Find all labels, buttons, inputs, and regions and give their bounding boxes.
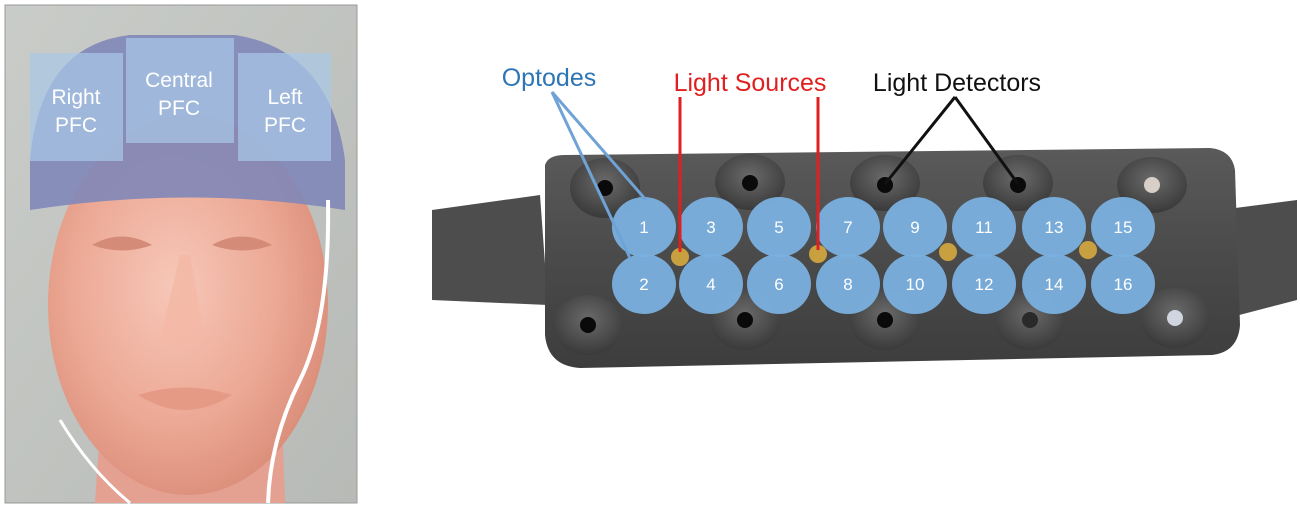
optode-label-3: 3 bbox=[706, 218, 715, 237]
optode-label-5: 5 bbox=[774, 218, 783, 237]
optode-3 bbox=[679, 197, 743, 257]
optode-10 bbox=[883, 254, 947, 314]
emitter bbox=[1079, 241, 1097, 259]
optode-11 bbox=[952, 197, 1016, 257]
region-right-pfc bbox=[30, 53, 123, 161]
light-detectors-pointer-line bbox=[953, 96, 1020, 185]
optode-6 bbox=[747, 254, 811, 314]
optode-13 bbox=[1022, 197, 1086, 257]
optodes-pointer-line bbox=[550, 91, 648, 201]
optode-label-13: 13 bbox=[1045, 218, 1064, 237]
optode-label-6: 6 bbox=[774, 275, 783, 294]
port-hole bbox=[737, 312, 753, 328]
region-right-line2: PFC bbox=[55, 114, 97, 137]
optode-label-9: 9 bbox=[910, 218, 919, 237]
port-hole bbox=[1022, 312, 1038, 328]
optode-label-2: 2 bbox=[639, 275, 648, 294]
optode-9 bbox=[883, 197, 947, 257]
light-detectors-pointer-line bbox=[883, 96, 957, 185]
optode-1 bbox=[612, 197, 676, 257]
probe-strap-left bbox=[432, 195, 548, 305]
light-detectors-label: Light Detectors bbox=[873, 69, 1041, 97]
optode-label-8: 8 bbox=[843, 275, 852, 294]
head-photo-panel: Right PFC Central PFC Left PFC bbox=[4, 4, 358, 505]
region-central-line1: Central bbox=[145, 69, 213, 92]
region-central-pfc bbox=[126, 38, 234, 143]
optode-label-16: 16 bbox=[1114, 275, 1133, 294]
probe-cable-left bbox=[58, 419, 131, 505]
port-hole bbox=[580, 317, 596, 333]
mannequin-left-eye bbox=[92, 236, 152, 251]
region-right-line1: Right bbox=[51, 86, 100, 109]
probe-strap-right bbox=[1220, 200, 1297, 320]
region-central-line2: PFC bbox=[158, 97, 200, 120]
port-hole bbox=[1144, 177, 1160, 193]
optode-label-1: 1 bbox=[639, 218, 648, 237]
port-hole bbox=[877, 312, 893, 328]
optode-label-14: 14 bbox=[1045, 275, 1064, 294]
emitter bbox=[809, 245, 827, 263]
light-sources-label: Light Sources bbox=[674, 69, 827, 97]
port-hole bbox=[1167, 310, 1183, 326]
probe-cable bbox=[266, 199, 331, 504]
optode-14 bbox=[1022, 254, 1086, 314]
port-hole bbox=[742, 175, 758, 191]
optode-label-11: 11 bbox=[975, 218, 993, 237]
mannequin-right-eye bbox=[212, 236, 272, 251]
optode-5 bbox=[747, 197, 811, 257]
optode-4 bbox=[679, 254, 743, 314]
region-left-line1: Left bbox=[267, 86, 302, 109]
mannequin-mouth bbox=[138, 387, 232, 410]
optode-label-7: 7 bbox=[843, 218, 852, 237]
mannequin-nose bbox=[160, 255, 205, 348]
optode-label-12: 12 bbox=[975, 275, 994, 294]
optode-2 bbox=[612, 254, 676, 314]
optode-label-15: 15 bbox=[1114, 218, 1133, 237]
optode-15 bbox=[1091, 197, 1155, 257]
light-source-emitters bbox=[671, 241, 1097, 266]
region-left-line2: PFC bbox=[264, 114, 306, 137]
optode-16 bbox=[1091, 254, 1155, 314]
optode-label-4: 4 bbox=[706, 275, 715, 294]
optodes-label: Optodes bbox=[502, 64, 597, 92]
optode-8 bbox=[816, 254, 880, 314]
optode-12 bbox=[952, 254, 1016, 314]
optode-7 bbox=[816, 197, 880, 257]
emitter bbox=[939, 243, 957, 261]
region-left-pfc bbox=[238, 53, 331, 161]
port-hole bbox=[597, 180, 613, 196]
optodes-pointer-line bbox=[550, 91, 632, 259]
optode-label-10: 10 bbox=[906, 275, 925, 294]
port-hole bbox=[1010, 177, 1026, 193]
emitter bbox=[671, 248, 689, 266]
